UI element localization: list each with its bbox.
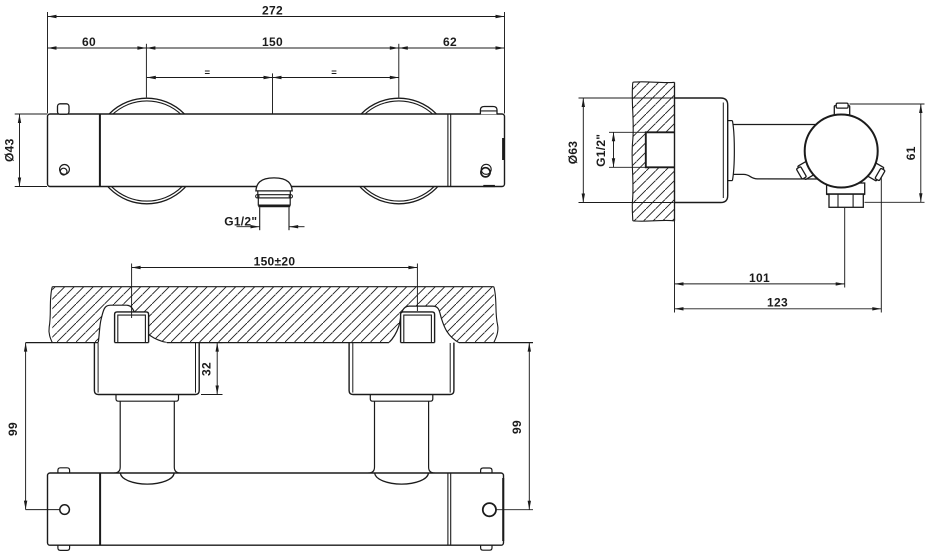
- plan-right-riser-pipe: [368, 401, 435, 474]
- front-outlet: [255, 177, 293, 231]
- front-dim-handle-spacing: 150: [262, 35, 283, 49]
- front-dim-right-offset: 62: [443, 35, 457, 49]
- plan-right-step-ring: [369, 394, 434, 402]
- plan-view: 150±20 32 99 99: [6, 254, 533, 551]
- side-pipe: [727, 119, 819, 182]
- side-dim-overall-depth: 123: [767, 296, 788, 310]
- plan-left-riser-pipe: [114, 401, 181, 474]
- side-flange: [673, 97, 729, 204]
- plan-dim-axis-left: 99: [6, 422, 20, 436]
- side-dim-outlet-depth: 101: [749, 271, 770, 285]
- plan-dim-flange-depth: 32: [199, 362, 213, 376]
- side-handle-circle: [803, 113, 879, 189]
- side-dim-wall-thread: G1/2": [594, 134, 608, 167]
- plan-left-step-ring: [115, 394, 180, 402]
- front-dim-overall-width: 272: [262, 4, 283, 18]
- plan-left-pipe-dome: [119, 473, 175, 485]
- front-bar-body: [46, 113, 506, 188]
- plan-left-flange: [93, 342, 200, 396]
- plan-cap-screw-nubs: [57, 467, 493, 551]
- front-outlet-thread: [257, 197, 291, 206]
- side-dim-height: 61: [904, 146, 918, 160]
- front-equal-mark-left: =: [205, 68, 211, 79]
- front-outlet-dome: [255, 177, 293, 192]
- side-outlet: [825, 182, 866, 208]
- side-wall-edges: [631, 81, 675, 222]
- side-handle-tab-left: [796, 160, 817, 180]
- plan-right-screw: [481, 502, 497, 518]
- side-dim-flange-diameter: Ø63: [566, 141, 580, 165]
- front-right-top-button: [479, 105, 498, 115]
- plan-bar-body: [46, 472, 505, 546]
- front-left-screw: [58, 163, 70, 176]
- plan-wall-edges: [48, 286, 499, 343]
- plan-right-union-nut: [399, 311, 436, 343]
- plan-dim-axis-right: 99: [510, 420, 524, 434]
- plan-left-screw: [59, 504, 71, 516]
- front-right-screw: [480, 163, 492, 178]
- front-dim-left-offset: 60: [82, 35, 96, 49]
- front-dim-outlet-thread: G1/2": [224, 214, 257, 228]
- front-equal-mark-right: =: [331, 68, 337, 79]
- plan-wall-hatch: [52, 286, 494, 343]
- plan-dimensions: [23, 263, 533, 511]
- plan-right-flange: [348, 342, 455, 396]
- side-wall-recess: [644, 131, 675, 169]
- plan-dim-inlet-spacing: 150±20: [254, 254, 296, 268]
- front-right-cap-line: [447, 114, 452, 187]
- side-dimensions: [578, 97, 925, 313]
- front-left-top-button: [56, 103, 70, 115]
- front-dim-body-diameter: Ø43: [2, 138, 16, 162]
- front-view: 272 60 150 62 = = Ø43 G1/2": [2, 4, 506, 231]
- plan-right-cap-line: [447, 473, 452, 545]
- side-wall-hatch: [632, 82, 675, 221]
- plan-right-pipe-dome: [374, 473, 430, 485]
- front-dimensions: [14, 12, 505, 229]
- side-view: Ø63 G1/2" 61 101 123: [566, 81, 925, 313]
